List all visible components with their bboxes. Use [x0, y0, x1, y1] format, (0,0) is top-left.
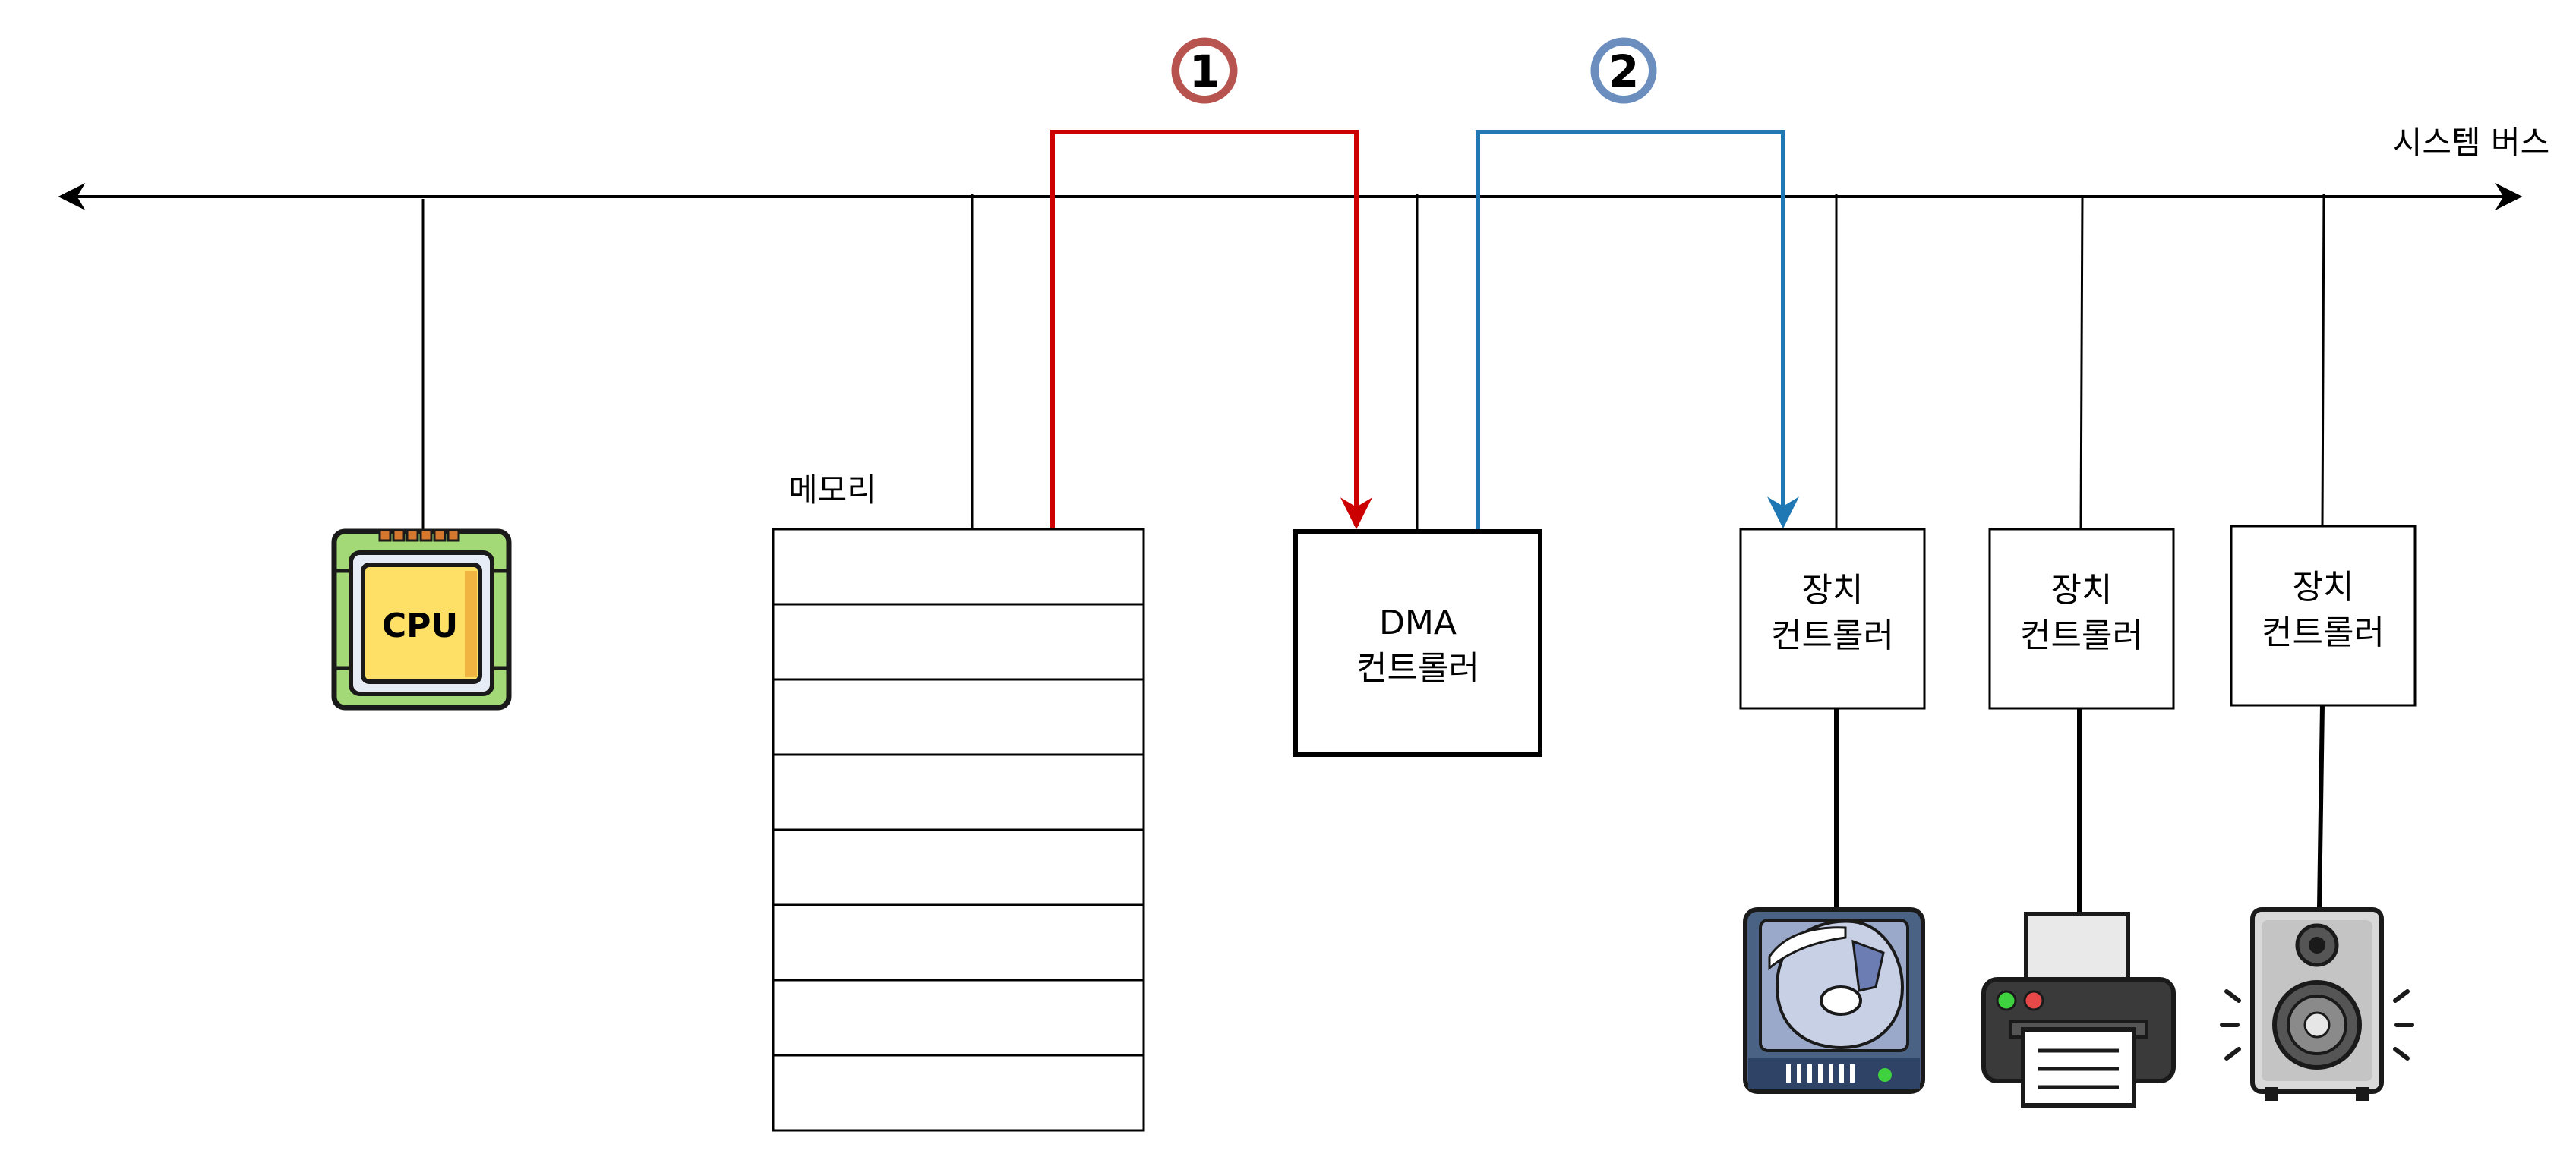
- device-controller-2: 장치 컨트롤러: [1988, 528, 2175, 710]
- device-controller-3: 장치 컨트롤러: [2230, 525, 2417, 707]
- speaker-link: [2317, 705, 2325, 909]
- controller1-line2: 컨트롤러: [1771, 616, 1894, 655]
- controller3-connector: [2321, 193, 2325, 527]
- memory-cell: [772, 903, 1145, 982]
- memory-label: 메모리: [788, 471, 876, 509]
- controller3-line2: 컨트롤러: [2262, 613, 2385, 652]
- memory-cell: [772, 678, 1145, 756]
- cpu-label: CPU: [382, 607, 458, 645]
- controller2-connector: [2079, 195, 2084, 530]
- dma-controller: DMA 컨트롤러: [1293, 529, 1542, 757]
- memory-cell: [772, 828, 1145, 906]
- memory-cell: [772, 1054, 1145, 1132]
- device-controller-1: 장치 컨트롤러: [1739, 528, 1926, 710]
- step2-arrow: [1476, 130, 1799, 531]
- system-bus-label: 시스템 버스: [2393, 124, 2550, 161]
- step1-arrow: [1050, 130, 1372, 530]
- memory-cell: [772, 528, 1145, 606]
- printer-icon: [1981, 912, 2176, 1108]
- step2-badge: 2: [1588, 35, 1659, 106]
- step2-number: 2: [1608, 46, 1639, 97]
- device-links: [1834, 705, 2325, 913]
- bus-connectors: [421, 193, 2325, 531]
- cpu-icon: CPU: [331, 528, 512, 711]
- step1-number: 1: [1189, 46, 1220, 97]
- memory-cell: [772, 979, 1145, 1057]
- controller2-line1: 장치: [2051, 571, 2113, 610]
- controller2-line2: 컨트롤러: [2020, 616, 2143, 655]
- controller3-line1: 장치: [2293, 568, 2354, 607]
- hard-disk-icon: [1743, 907, 1925, 1094]
- memory-cell: [772, 753, 1145, 831]
- memory-stack: [772, 528, 1145, 1132]
- speaker-icon: [2220, 907, 2414, 1101]
- step1-badge: 1: [1169, 35, 1240, 106]
- controller1-line1: 장치: [1802, 571, 1864, 610]
- dma-label-line1: DMA: [1379, 604, 1457, 642]
- dma-label-line2: 컨트롤러: [1356, 649, 1479, 688]
- memory-cell: [772, 603, 1145, 681]
